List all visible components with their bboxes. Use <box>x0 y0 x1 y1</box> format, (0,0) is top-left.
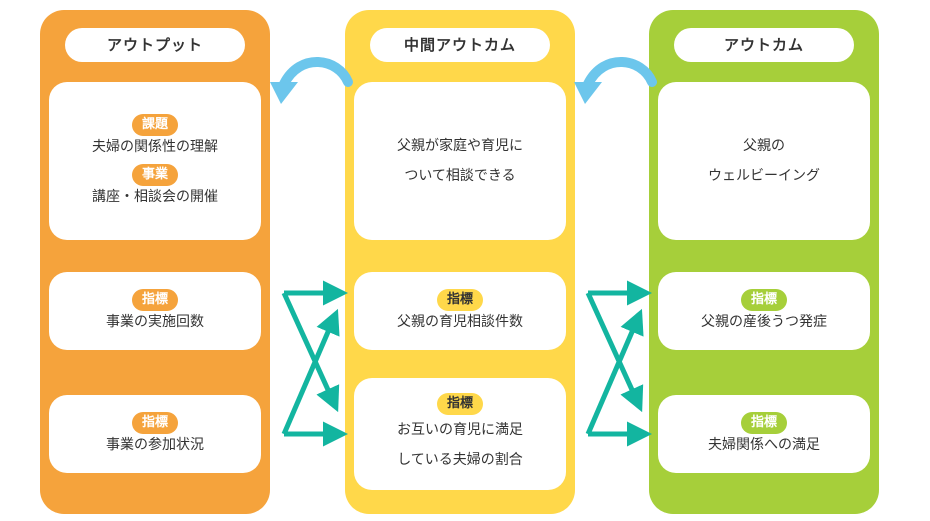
forward-arrows-output-to-intermediate <box>281 280 348 447</box>
arrow-diag-up <box>585 308 644 435</box>
outcome-card: 父親の ウェルビーイング <box>658 82 870 240</box>
indicator-text: 事業の実施回数 <box>106 314 204 330</box>
indicator-text: 夫婦関係への満足 <box>708 437 820 453</box>
indicator-badge: 指標 <box>436 289 483 311</box>
project-badge: 事業 <box>131 164 178 186</box>
project-text: 講座・相談会の開催 <box>92 189 218 205</box>
indicator-badge: 指標 <box>131 289 178 311</box>
indicator-badge: 指標 <box>740 289 787 311</box>
arrow-diag-down <box>585 291 644 413</box>
intermediate-outcome-line1: 父親が家庭や育児に <box>397 138 523 154</box>
intermediate-outcome-line2: ついて相談できる <box>404 168 516 184</box>
outcome-indicator-card-1: 指標 父親の産後うつ発症 <box>658 272 870 350</box>
arrow-diag-down <box>281 291 340 413</box>
outcome-indicator-card-2: 指標 夫婦関係への満足 <box>658 395 870 473</box>
output-task-card: 課題 夫婦の関係性の理解 事業 講座・相談会の開催 <box>49 82 261 240</box>
intermediate-outcome-header: 中間アウトカム <box>370 28 550 62</box>
indicator-text-line1: お互いの育児に満足 <box>397 422 523 438</box>
outcome-line2: ウェルビーイング <box>708 168 820 184</box>
forward-arrows-intermediate-to-outcome <box>585 280 652 447</box>
indicator-text: 父親の産後うつ発症 <box>701 314 827 330</box>
outcome-header: アウトカム <box>674 28 854 62</box>
indicator-badge: 指標 <box>436 393 483 415</box>
output-indicator-card-1: 指標 事業の実施回数 <box>49 272 261 350</box>
indicator-text: 父親の育児相談件数 <box>397 314 523 330</box>
task-text: 夫婦の関係性の理解 <box>92 139 218 155</box>
intermediate-outcome-card: 父親が家庭や育児に ついて相談できる <box>354 82 566 240</box>
task-badge: 課題 <box>131 114 178 136</box>
feedback-arrow-intermediate-to-output <box>270 57 353 104</box>
output-header: アウトプット <box>65 28 245 62</box>
indicator-badge: 指標 <box>131 412 178 434</box>
output-indicator-card-2: 指標 事業の参加状況 <box>49 395 261 473</box>
intermediate-indicator-card-2: 指標 お互いの育児に満足 している夫婦の割合 <box>354 378 566 490</box>
feedback-arrow-outcome-to-intermediate <box>574 57 657 104</box>
indicator-text: 事業の参加状況 <box>106 437 204 453</box>
indicator-text-line2: している夫婦の割合 <box>397 452 523 468</box>
indicator-badge: 指標 <box>740 412 787 434</box>
intermediate-indicator-card-1: 指標 父親の育児相談件数 <box>354 272 566 350</box>
outcome-line1: 父親の <box>743 138 785 154</box>
arrow-diag-up <box>281 308 340 435</box>
